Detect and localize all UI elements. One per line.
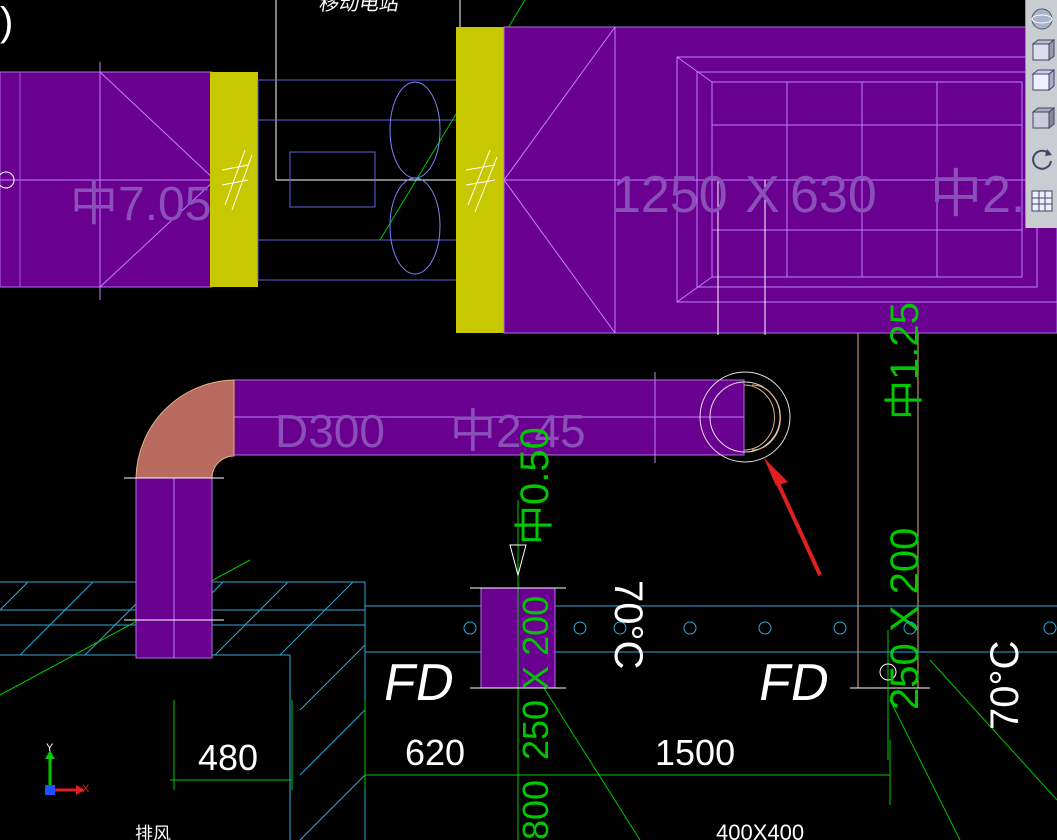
dimension-lines (170, 700, 891, 805)
right-vertical-elevation: 中1.25 (883, 302, 927, 420)
fd-right: FD (754, 654, 833, 712)
vertical-elevation: 中0.50 (513, 427, 557, 545)
dim-480: 480 (198, 737, 258, 778)
right-duct-unit[interactable]: 1250 X 630 中2.5 (503, 26, 1057, 335)
temp-left: 70°C (606, 580, 650, 669)
label-top: 移动电站 (317, 0, 401, 15)
bottom-text: 400X400 (716, 820, 804, 840)
ucs-y-label: Y (46, 742, 54, 754)
round-duct[interactable]: D300 中2.45 (124, 371, 791, 659)
left-duct[interactable]: 中7.050 (0, 62, 238, 300)
red-arrow-pointer (764, 458, 822, 576)
dim-1500: 1500 (655, 732, 735, 773)
right-duct-size2: 630 (790, 166, 877, 224)
small-duct[interactable] (470, 500, 566, 840)
dim-620: 620 (405, 732, 465, 773)
front-view-icon[interactable] (1029, 106, 1055, 132)
temp-right: 70°C (983, 641, 1027, 730)
grid-icon[interactable] (1029, 188, 1055, 214)
right-vertical-size: 250 X 200 (883, 528, 927, 710)
ucs-icon: Y X (40, 742, 100, 805)
label-top-left: ) (0, 0, 13, 44)
bottom-size: 800 (515, 780, 556, 840)
3d-view-icon[interactable] (1029, 38, 1055, 64)
navigation-bar (1025, 0, 1057, 228)
fd-left: FD (379, 654, 458, 712)
right-duct-x: X (745, 166, 780, 224)
orbit-icon[interactable] (1029, 6, 1055, 32)
right-flex-connector[interactable] (456, 27, 504, 333)
bottom-left-text: 排风 (135, 824, 171, 840)
round-duct-elevation: 中2.45 (450, 405, 586, 457)
slab-symbols (463, 621, 1057, 635)
rotate-icon[interactable] (1029, 146, 1055, 172)
right-duct-size: 1250 (612, 166, 728, 224)
left-flex-connector[interactable] (210, 72, 258, 287)
small-duct-size: 250 X 200 (515, 596, 556, 760)
round-duct-size: D300 (275, 405, 385, 457)
leader-lines (275, 0, 461, 181)
ucs-x-label: X (82, 783, 90, 795)
view-cube-icon[interactable] (1029, 68, 1055, 94)
